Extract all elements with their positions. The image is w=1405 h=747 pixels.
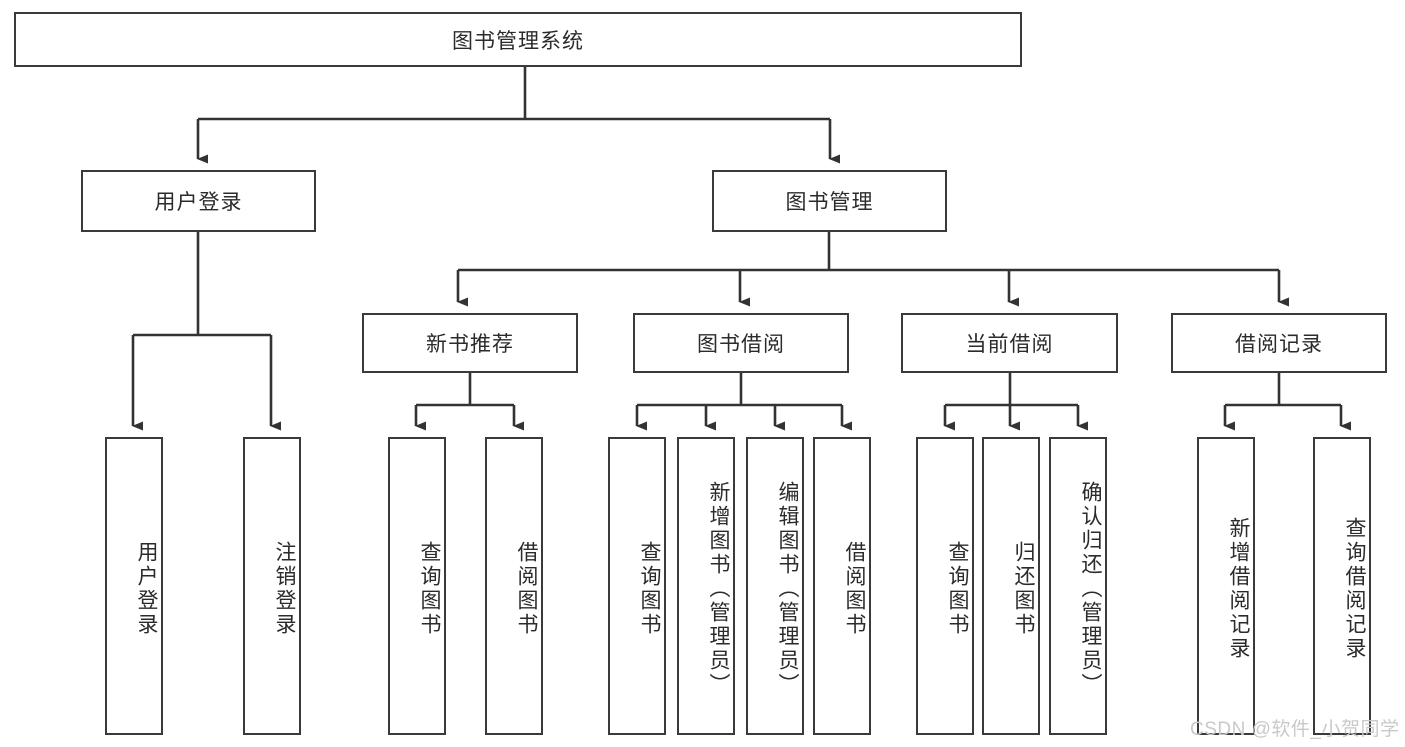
- leaf-query-book-current[interactable]: 查询图书: [916, 437, 974, 735]
- node-borrow-record[interactable]: 借阅记录: [1171, 313, 1387, 373]
- node-book-borrow-label: 图书借阅: [697, 333, 785, 356]
- leaf-add-borrow-record-label: 新增借阅记录: [1227, 517, 1250, 661]
- leaf-borrow-book-recommend[interactable]: 借阅图书: [485, 437, 543, 735]
- node-current-borrow[interactable]: 当前借阅: [901, 313, 1118, 373]
- leaf-edit-book-admin[interactable]: 编辑图书（管理员）: [746, 437, 804, 735]
- leaf-logout[interactable]: 注销登录: [243, 437, 301, 735]
- leaf-query-book-current-label: 查询图书: [946, 541, 969, 637]
- leaf-add-book-admin-label: 新增图书（管理员）: [707, 481, 730, 697]
- node-current-borrow-label: 当前借阅: [965, 333, 1054, 356]
- leaf-edit-book-admin-label: 编辑图书（管理员）: [776, 481, 799, 697]
- node-user-login-label: 用户登录: [154, 191, 243, 214]
- leaf-query-borrow-record[interactable]: 查询借阅记录: [1313, 437, 1371, 735]
- node-root[interactable]: 图书管理系统: [14, 12, 1022, 67]
- leaf-user-login-label: 用户登录: [135, 541, 158, 637]
- node-book-management-label: 图书管理: [785, 191, 874, 214]
- leaf-add-book-admin[interactable]: 新增图书（管理员）: [677, 437, 735, 735]
- leaf-confirm-return-admin-label: 确认归还（管理员）: [1079, 481, 1102, 697]
- leaf-user-login[interactable]: 用户登录: [105, 437, 163, 735]
- leaf-confirm-return-admin[interactable]: 确认归还（管理员）: [1049, 437, 1107, 735]
- node-new-book-recommend[interactable]: 新书推荐: [362, 313, 578, 373]
- node-book-management[interactable]: 图书管理: [712, 170, 947, 232]
- leaf-query-book-label: 查询图书: [638, 541, 661, 637]
- leaf-query-borrow-record-label: 查询借阅记录: [1343, 517, 1366, 661]
- leaf-query-book[interactable]: 查询图书: [608, 437, 666, 735]
- leaf-return-book[interactable]: 归还图书: [982, 437, 1040, 735]
- leaf-logout-label: 注销登录: [273, 541, 296, 637]
- node-new-book-recommend-label: 新书推荐: [426, 333, 514, 356]
- leaf-query-book-recommend[interactable]: 查询图书: [388, 437, 446, 735]
- leaf-borrow-book-recommend-label: 借阅图书: [515, 541, 538, 637]
- node-book-borrow[interactable]: 图书借阅: [633, 313, 849, 373]
- leaf-borrow-book[interactable]: 借阅图书: [813, 437, 871, 735]
- node-root-label: 图书管理系统: [452, 29, 584, 53]
- leaf-borrow-book-label: 借阅图书: [843, 541, 866, 637]
- leaf-query-book-recommend-label: 查询图书: [418, 541, 441, 637]
- node-borrow-record-label: 借阅记录: [1235, 333, 1323, 356]
- csdn-watermark: CSDN @软件_小贺同学: [1190, 719, 1400, 740]
- node-user-login[interactable]: 用户登录: [81, 170, 316, 232]
- leaf-add-borrow-record[interactable]: 新增借阅记录: [1197, 437, 1255, 735]
- leaf-return-book-label: 归还图书: [1012, 541, 1035, 637]
